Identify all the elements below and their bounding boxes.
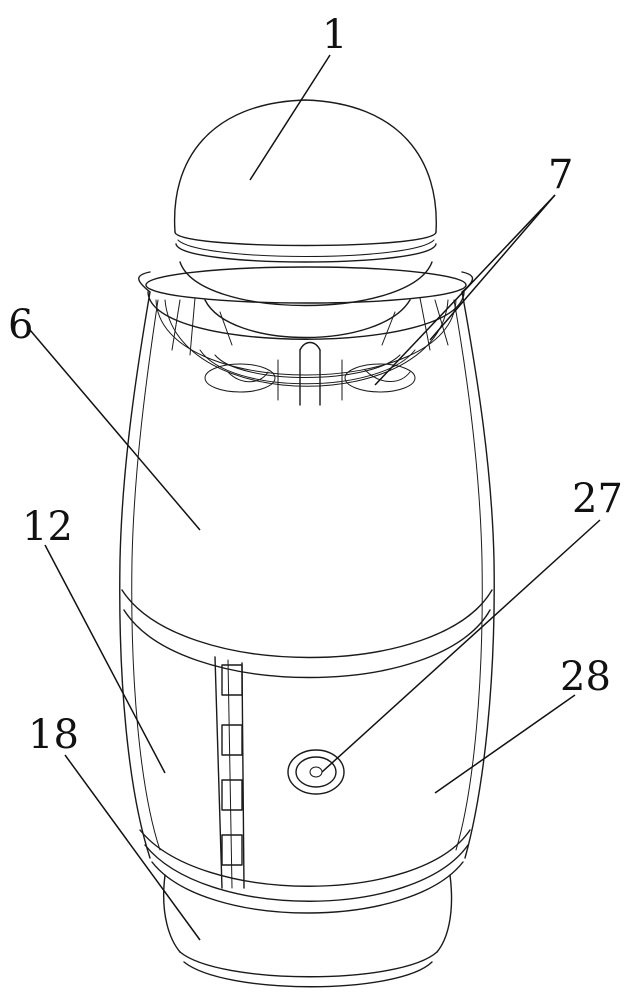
label-18: 18	[28, 712, 79, 758]
reference-numerals: 1 7 6 12 27 28 18	[8, 12, 623, 758]
top-rim	[145, 266, 467, 387]
sphere-head	[173, 99, 437, 346]
leader-7b	[374, 194, 556, 386]
leader-18	[64, 754, 201, 941]
label-1: 1	[322, 12, 347, 58]
leader-lines	[29, 54, 601, 941]
device-body	[119, 271, 495, 859]
leader-27	[321, 519, 601, 773]
upper-sleeve-boundary	[121, 589, 493, 679]
internal-mechanism	[171, 297, 449, 406]
leader-28	[434, 694, 576, 794]
label-6: 6	[8, 302, 33, 348]
label-12: 12	[22, 504, 73, 550]
leader-7	[429, 194, 556, 341]
label-27: 27	[572, 476, 623, 522]
leader-12	[44, 544, 166, 774]
leader-1	[249, 54, 331, 181]
label-7: 7	[548, 152, 573, 198]
base-section	[139, 829, 471, 988]
label-28: 28	[560, 654, 611, 700]
leader-6	[29, 329, 201, 531]
scale-window	[214, 656, 245, 889]
button	[287, 749, 345, 795]
